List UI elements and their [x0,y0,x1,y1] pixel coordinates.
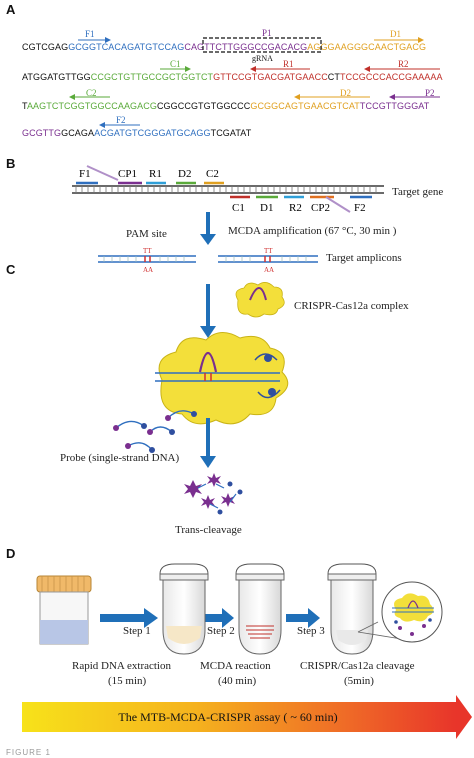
amplification-arrow [200,212,216,245]
label-r2: R2 [398,59,409,69]
assay-timeline-arrowhead [456,695,472,739]
target-amplicons-label: Target amplicons [326,252,402,264]
aa-mark-right: AA [264,266,275,274]
sequence-segment: AGGGAAGGGCAACTGACG [307,42,427,52]
extraction-caption: Rapid DNA extraction [72,660,171,672]
extraction-time: (15 min) [108,675,147,687]
gene-label-r2: R2 [289,202,302,214]
target-amplicons [98,255,318,263]
mcda-time: (40 min) [218,675,257,687]
target-gene-label: Target gene [392,186,444,198]
sequence-segment: CGGCCGTGTGGCCC [156,101,251,111]
gene-label-d1: D1 [260,202,274,214]
assay-timeline-label: The MTB-MCDA-CRISPR assay ( ~ 60 min) [118,710,338,724]
figure-label: FIGURE 1 [6,748,51,757]
label-f2: F2 [116,115,126,125]
gene-label-c2: C2 [206,168,219,180]
gene-label-cp1: CP1 [118,168,137,180]
tube-mcda [235,563,285,655]
sequence-segment: GCGGCAGTGAACGTCAT [250,101,360,111]
sample-beaker [36,575,92,645]
gene-label-cp2: CP2 [311,202,330,214]
gene-label-f2: F2 [354,202,366,214]
label-p1: P1 [262,28,272,38]
trans-cleavage-label: Trans-cleavage [175,524,242,536]
gene-label-r1: R1 [149,168,162,180]
label-c2: C2 [86,88,97,98]
label-p2: P2 [425,88,435,98]
gene-label-f1: F1 [79,168,91,180]
label-d2: D2 [340,88,351,98]
label-f1: F1 [85,29,95,39]
sequence-segment: TCCGTTGGGAT [359,101,430,111]
mcda-caption: MCDA reaction [200,660,271,672]
pam-site-label: PAM site [126,228,167,240]
sequence-segment: GCAGA [61,128,95,138]
sequence-line-4: GCGTTGGCAGAACGATGTCGGGATGCAGGTCGATAT [22,128,251,138]
panel-d-letter: D [6,546,16,561]
panel-a-letter: A [6,2,16,17]
crispr-caption: CRISPR/Cas12a cleavage [300,660,415,672]
sequence-line-2: ATGGATGTTGGCCGCTGTTGCCGCTGGTCTGTTCCGTGAC… [22,72,443,82]
assay-timeline-bar [22,702,456,732]
aa-mark-left: AA [143,266,154,274]
tube-extraction [159,563,209,655]
tt-mark-left: TT [143,247,152,255]
sequence-segment: CGTCGAG [22,42,69,52]
sequence-segment: GTTCCGTGACGATGAACC [213,72,328,82]
crispr-cas12a-complex-icon [235,282,285,318]
target-gene-strand [72,165,384,213]
grna-box [202,37,322,53]
cleaved-fragments [184,473,243,515]
panel-c-letter: C [6,262,16,277]
gene-label-c1: C1 [232,202,245,214]
sequence-segment: CCGCTGTTGCCGCTGGTCT [90,72,214,82]
step-2-label: Step 2 [207,625,235,637]
sequence-segment: CAGTTCTTGGGCCGACACG [184,42,308,52]
ssdna-probes [113,410,197,453]
sequence-segment: T [22,101,27,111]
label-grna: gRNA [252,54,273,63]
process-arrows [100,608,320,628]
gene-label-d2: D2 [178,168,192,180]
arrow-to-complex [200,284,216,338]
zoom-detail-circle [357,581,443,643]
sequence-segment: CT [327,72,340,82]
crispr-complex-label: CRISPR-Cas12a complex [294,300,409,312]
sequence-segment: ATGGATGTTGG [22,72,91,82]
sequence-line-1: CGTCGAGGCGGTCACAGATGTCCAGCAGTTCTTGGGCCGA… [22,42,426,52]
label-c1: C1 [170,59,181,69]
sequence-segment: ACGATGTCGGGATGCAGG [94,128,211,138]
sequence-segment: GCGTTG [22,128,62,138]
sequence-segment: TCCGCCCACCGAAAAA [340,72,443,82]
arrow-to-probes [200,418,216,468]
crispr-dna-binding-complex [155,332,289,425]
probe-label: Probe (single-strand DNA) [60,452,180,464]
step-3-label: Step 3 [297,625,325,637]
tt-mark-right: TT [264,247,273,255]
sequence-segment: TCGATAT [210,128,252,138]
crispr-time: (5min) [344,675,374,687]
label-d1: D1 [390,29,401,39]
step-1-label: Step 1 [123,625,151,637]
label-r1: R1 [283,59,294,69]
sequence-segment: AAGTCTCGGTGGCCAAGACG [26,101,157,111]
panel-a-arrows [69,37,440,128]
sequence-line-3: TAAGTCTCGGTGGCCAAGACGCGGCCGTGTGGCCCGCGGC… [22,101,429,111]
sequence-segment: GCGGTCACAGATGTCCAG [68,42,185,52]
panel-b-letter: B [6,156,16,171]
mcda-amplification-label: MCDA amplification (67 °C, 30 min ) [228,225,397,237]
tube-crispr [327,563,377,655]
